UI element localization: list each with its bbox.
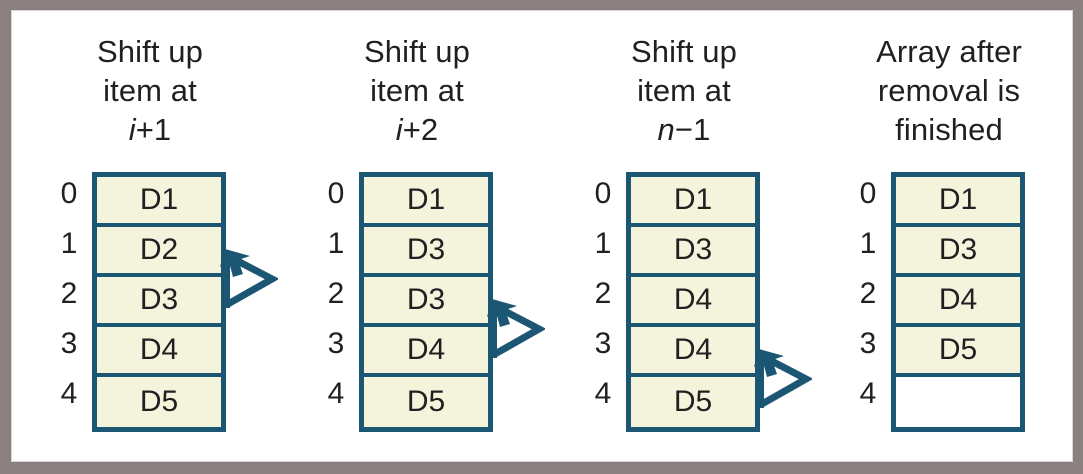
array-cell: D3 bbox=[896, 227, 1020, 277]
index-labels-1: 0 1 2 3 4 bbox=[56, 172, 82, 422]
heading-line-3: finished bbox=[825, 110, 1072, 149]
heading-line-3: n−1 bbox=[560, 110, 808, 149]
heading-offset: +2 bbox=[402, 112, 439, 147]
column-heading-1: Shift up item at i+1 bbox=[26, 32, 274, 149]
index-label: 0 bbox=[859, 177, 877, 210]
heading-variable: n bbox=[657, 112, 675, 147]
array-cell: D4 bbox=[896, 277, 1020, 327]
heading-line-2: item at bbox=[103, 73, 197, 108]
index-label: 1 bbox=[327, 227, 345, 260]
array-cell: D5 bbox=[631, 377, 755, 427]
array-cell: D1 bbox=[631, 177, 755, 227]
index-label: 4 bbox=[60, 377, 78, 410]
index-label: 4 bbox=[859, 377, 877, 410]
index-label: 1 bbox=[594, 227, 612, 260]
index-labels-3: 0 1 2 3 4 bbox=[590, 172, 616, 422]
heading-line-2: removal is bbox=[877, 73, 1021, 108]
heading-line-2: item at bbox=[370, 73, 464, 108]
array-cell: D4 bbox=[631, 277, 755, 327]
heading-variable: i bbox=[128, 112, 136, 147]
array-diagram-2: 0 1 2 3 4 D1 D3 D3 D4 D5 bbox=[293, 172, 545, 432]
array-box-2: D1 D3 D3 D4 D5 bbox=[359, 172, 493, 432]
index-label: 1 bbox=[859, 227, 877, 260]
index-label: 2 bbox=[60, 277, 78, 310]
figure-canvas: Shift up item at i+1 0 1 2 3 4 D1 D2 D3 … bbox=[11, 10, 1073, 462]
array-cell: D1 bbox=[896, 177, 1020, 227]
array-cell: D3 bbox=[364, 277, 488, 327]
index-label: 0 bbox=[60, 177, 78, 210]
array-cell: D5 bbox=[896, 327, 1020, 377]
array-cell: D1 bbox=[97, 177, 221, 227]
index-label: 4 bbox=[327, 377, 345, 410]
index-label: 2 bbox=[327, 277, 345, 310]
array-cell: D4 bbox=[631, 327, 755, 377]
index-label: 4 bbox=[594, 377, 612, 410]
array-box-1: D1 D2 D3 D4 D5 bbox=[92, 172, 226, 432]
column-heading-2: Shift up item at i+2 bbox=[293, 32, 541, 149]
index-label: 3 bbox=[60, 327, 78, 360]
array-box-3: D1 D3 D4 D4 D5 bbox=[626, 172, 760, 432]
heading-offset: +1 bbox=[135, 112, 172, 147]
array-cell: D1 bbox=[364, 177, 488, 227]
heading-line-1: Array after bbox=[876, 34, 1022, 69]
heading-line-1: Shift up bbox=[364, 34, 470, 69]
heading-line-3: i+2 bbox=[293, 110, 541, 149]
index-labels-4: 0 1 2 3 4 bbox=[855, 172, 881, 422]
array-cell: D5 bbox=[97, 377, 221, 427]
array-cell: D2 bbox=[97, 227, 221, 277]
array-cell: D4 bbox=[364, 327, 488, 377]
array-cell: D3 bbox=[364, 227, 488, 277]
heading-line-1: Shift up bbox=[97, 34, 203, 69]
index-label: 3 bbox=[327, 327, 345, 360]
array-cell: D4 bbox=[97, 327, 221, 377]
array-cell: D3 bbox=[97, 277, 221, 327]
array-column-2: Shift up item at i+2 0 1 2 3 4 D1 D3 D3 … bbox=[293, 11, 545, 461]
heading-variable: i bbox=[395, 112, 403, 147]
index-label: 2 bbox=[859, 277, 877, 310]
column-heading-4: Array after removal is finished bbox=[825, 32, 1072, 149]
array-cell: D5 bbox=[364, 377, 488, 427]
array-diagram-1: 0 1 2 3 4 D1 D2 D3 D4 D5 bbox=[26, 172, 278, 432]
array-cell-empty bbox=[896, 377, 1020, 427]
heading-line-2: item at bbox=[637, 73, 731, 108]
array-diagram-4: 0 1 2 3 4 D1 D3 D4 D5 bbox=[825, 172, 1072, 432]
index-label: 3 bbox=[594, 327, 612, 360]
column-heading-3: Shift up item at n−1 bbox=[560, 32, 808, 149]
index-label: 0 bbox=[327, 177, 345, 210]
index-label: 1 bbox=[60, 227, 78, 260]
heading-line-1: Shift up bbox=[631, 34, 737, 69]
array-diagram-3: 0 1 2 3 4 D1 D3 D4 D4 D5 bbox=[560, 172, 812, 432]
heading-line-3: i+1 bbox=[26, 110, 274, 149]
array-box-4: D1 D3 D4 D5 bbox=[891, 172, 1025, 432]
heading-offset: finished bbox=[895, 112, 1003, 147]
index-label: 0 bbox=[594, 177, 612, 210]
heading-offset: −1 bbox=[674, 112, 711, 147]
index-label: 2 bbox=[594, 277, 612, 310]
array-cell: D3 bbox=[631, 227, 755, 277]
array-column-3: Shift up item at n−1 0 1 2 3 4 D1 D3 D4 … bbox=[560, 11, 812, 461]
index-label: 3 bbox=[859, 327, 877, 360]
index-labels-2: 0 1 2 3 4 bbox=[323, 172, 349, 422]
array-column-4: Array after removal is finished 0 1 2 3 … bbox=[825, 11, 1072, 461]
array-column-1: Shift up item at i+1 0 1 2 3 4 D1 D2 D3 … bbox=[26, 11, 278, 461]
